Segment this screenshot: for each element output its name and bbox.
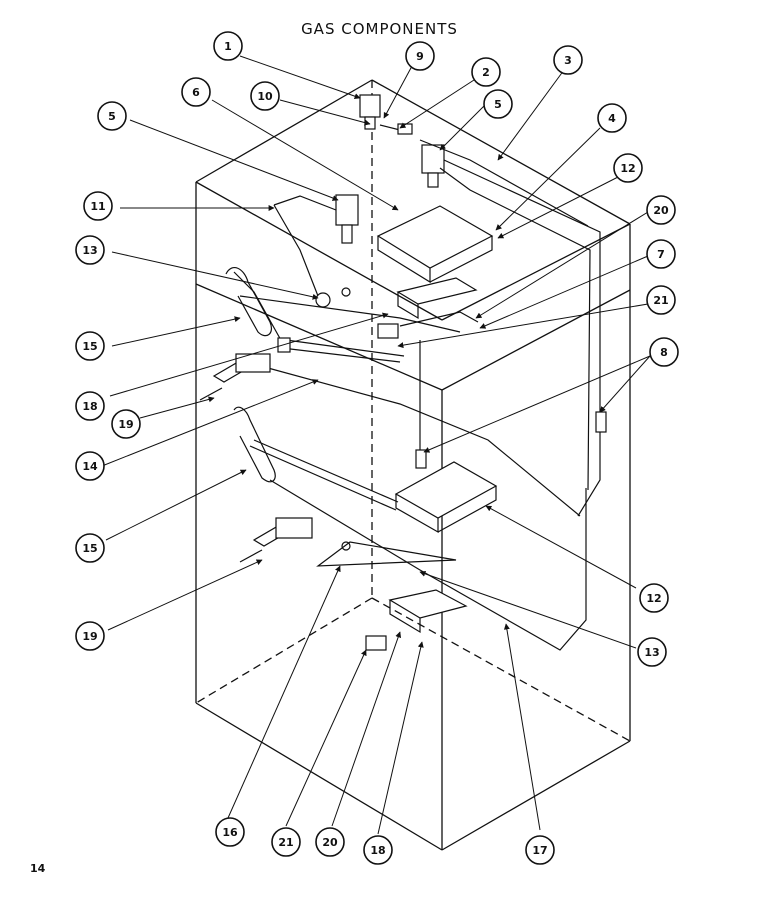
callout-label: 5 — [494, 98, 502, 111]
callout-1: 1 — [213, 31, 243, 61]
callout-circle — [75, 621, 105, 651]
callout-label: 6 — [192, 86, 200, 99]
callout-20: 20 — [315, 827, 345, 857]
callout-13: 13 — [75, 235, 105, 265]
callout-circle — [483, 89, 513, 119]
callout-21: 21 — [271, 827, 301, 857]
cabinet-outline — [195, 79, 631, 851]
callout-17: 17 — [525, 835, 555, 865]
callout-circle — [637, 637, 667, 667]
callout-circle — [75, 451, 105, 481]
callout-circle — [111, 409, 141, 439]
callout-19: 19 — [75, 621, 105, 651]
callout-5: 5 — [97, 101, 127, 131]
lower-burner-assembly — [233, 406, 587, 651]
callout-label: 19 — [118, 418, 133, 431]
callout-12: 12 — [613, 153, 643, 183]
callout-9: 9 — [405, 41, 435, 71]
ignitor-lower — [239, 517, 313, 563]
page-number: 14 — [30, 862, 46, 875]
callout-label: 1 — [224, 40, 232, 53]
callout-label: 2 — [482, 66, 490, 79]
callout-circle — [315, 827, 345, 857]
callout-circle — [639, 583, 669, 613]
callout-label: 3 — [564, 54, 572, 67]
callout-circle — [525, 835, 555, 865]
callout-circle — [213, 31, 243, 61]
callout-15: 15 — [75, 533, 105, 563]
callout-label: 16 — [222, 826, 238, 839]
callout-circle — [75, 331, 105, 361]
callout-label: 15 — [82, 340, 97, 353]
callout-8: 8 — [649, 337, 679, 367]
callout-circle — [271, 827, 301, 857]
upper-burner-assembly — [225, 94, 607, 517]
callout-11: 11 — [83, 191, 113, 221]
callout-20: 20 — [646, 195, 676, 225]
callout-circle — [363, 835, 393, 865]
callout-circle — [646, 239, 676, 269]
callout-label: 20 — [322, 836, 338, 849]
callout-16: 16 — [215, 817, 245, 847]
callout-circle — [75, 391, 105, 421]
callout-14: 14 — [75, 451, 105, 481]
callout-circle — [405, 41, 435, 71]
callout-circle — [553, 45, 583, 75]
callout-18: 18 — [75, 391, 105, 421]
callout-circle — [75, 235, 105, 265]
callout-label: 13 — [644, 646, 659, 659]
callout-circle — [649, 337, 679, 367]
callout-label: 7 — [657, 248, 665, 261]
callout-3: 3 — [553, 45, 583, 75]
callout-circle — [597, 103, 627, 133]
callout-label: 4 — [608, 112, 616, 125]
callout-label: 19 — [82, 630, 97, 643]
callout-label: 21 — [278, 836, 293, 849]
callout-label: 17 — [532, 844, 547, 857]
callout-5: 5 — [483, 89, 513, 119]
callout-circle — [646, 285, 676, 315]
callout-label: 18 — [370, 844, 385, 857]
callout-label: 14 — [82, 460, 98, 473]
callout-circle — [471, 57, 501, 87]
callout-label: 11 — [90, 200, 105, 213]
callout-label: 15 — [82, 542, 97, 555]
callout-circle — [250, 81, 280, 111]
callout-circle — [75, 533, 105, 563]
callout-19: 19 — [111, 409, 141, 439]
callout-2: 2 — [471, 57, 501, 87]
callout-circle — [97, 101, 127, 131]
callout-4: 4 — [597, 103, 627, 133]
callout-label: 18 — [82, 400, 97, 413]
ignitor-upper — [199, 353, 271, 401]
callout-12: 12 — [639, 583, 669, 613]
diagram-title: GAS COMPONENTS — [301, 20, 458, 38]
callout-label: 21 — [653, 294, 668, 307]
callout-label: 8 — [660, 346, 668, 359]
callout-label: 10 — [257, 90, 273, 103]
leader-lines — [101, 55, 651, 835]
callout-21: 21 — [646, 285, 676, 315]
callout-6: 6 — [181, 77, 211, 107]
callout-label: 13 — [82, 244, 97, 257]
callout-label: 12 — [646, 592, 661, 605]
callout-label: 5 — [108, 110, 116, 123]
callout-circle — [613, 153, 643, 183]
callout-13: 13 — [637, 637, 667, 667]
callout-circle — [646, 195, 676, 225]
callout-label: 9 — [416, 50, 424, 63]
callout-10: 10 — [250, 81, 280, 111]
callout-15: 15 — [75, 331, 105, 361]
callout-circle — [215, 817, 245, 847]
callout-label: 12 — [620, 162, 635, 175]
callout-18: 18 — [363, 835, 393, 865]
callout-circle — [181, 77, 211, 107]
callout-label: 20 — [653, 204, 669, 217]
callout-circle — [83, 191, 113, 221]
callout-7: 7 — [646, 239, 676, 269]
